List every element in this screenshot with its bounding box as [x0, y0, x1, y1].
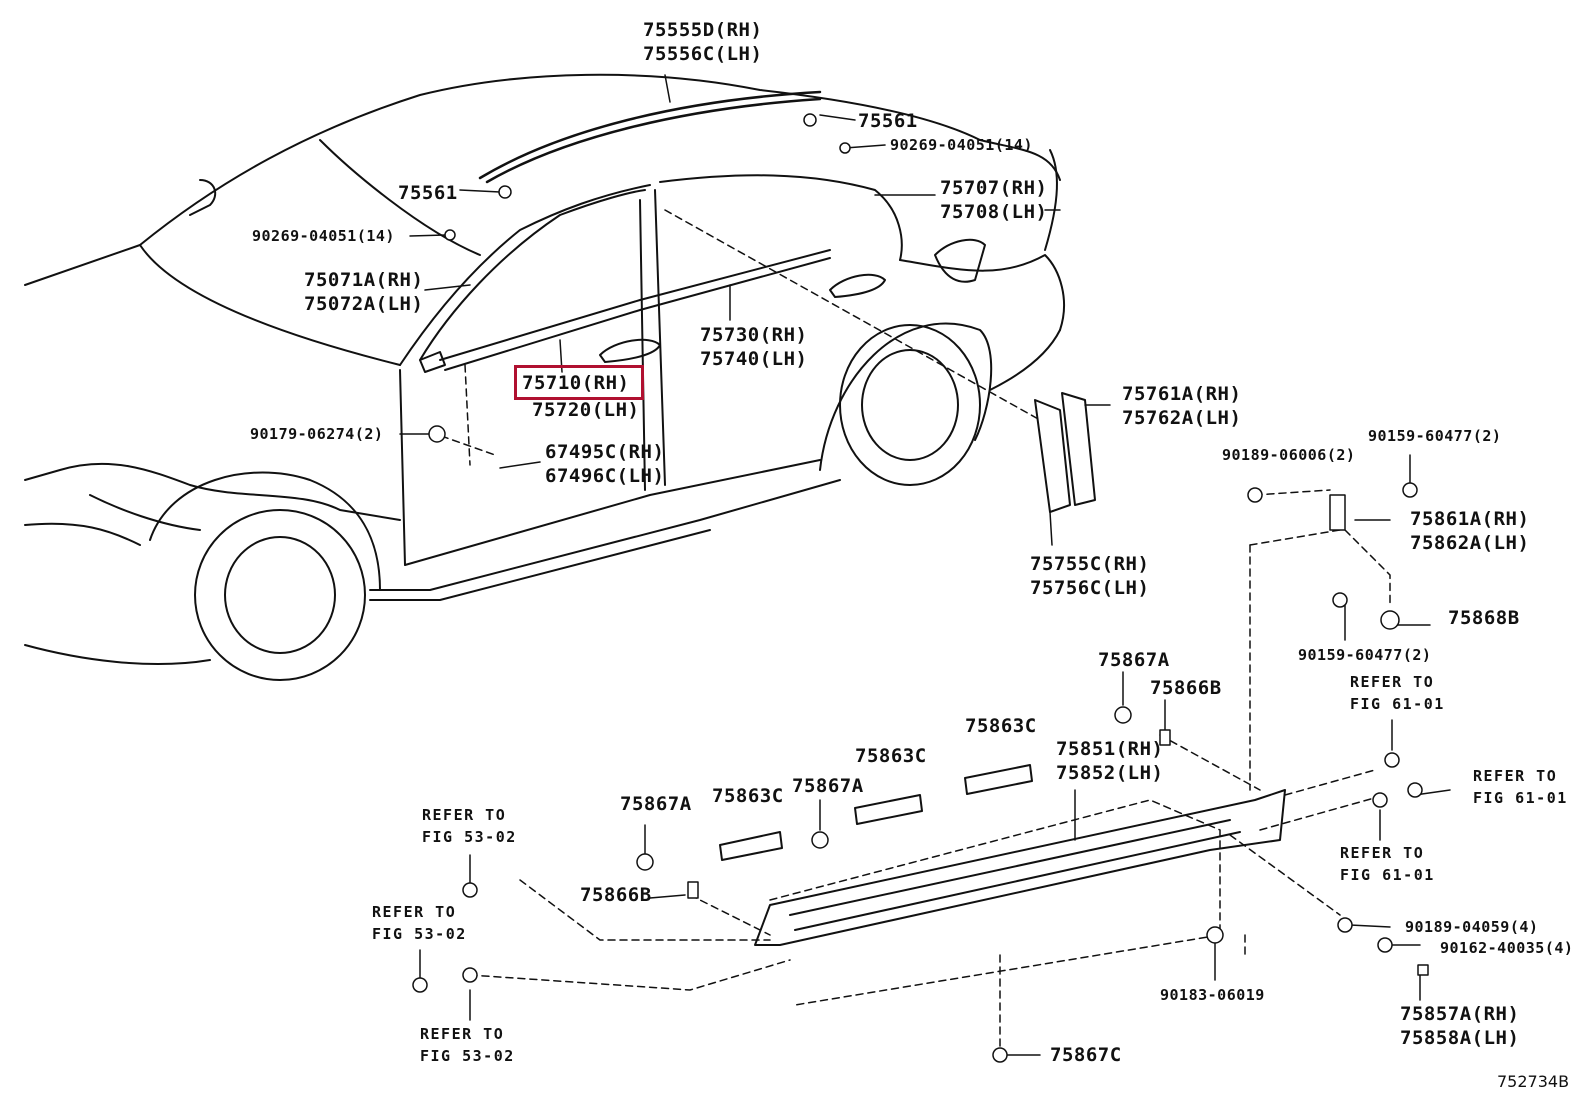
label-67495C: 67495C(RH) — [545, 441, 665, 463]
label-75071A: 75071A(RH) — [304, 269, 424, 291]
label-75861A: 75861A(RH) — [1410, 508, 1530, 530]
label-refer-53-b1: REFER TO — [372, 903, 457, 921]
label-75762A: 75762A(LH) — [1122, 407, 1242, 429]
label-75561-left: 75561 — [398, 182, 458, 204]
figure-code: 752734B — [1497, 1072, 1570, 1091]
label-75851: 75851(RH) — [1056, 738, 1164, 760]
label-refer-61-c1: REFER TO — [1340, 844, 1425, 862]
label-75863C-mid: 75863C — [855, 745, 927, 767]
label-75857A: 75857A(RH) — [1400, 1003, 1520, 1025]
rocker-panel-assembly — [719, 392, 1286, 946]
label-90189-bottom: 90189-04059(4) — [1405, 918, 1539, 936]
label-refer-61-b2: FIG 61-01 — [1473, 789, 1568, 807]
label-75863C-right: 75863C — [965, 715, 1037, 737]
label-75867A-mid: 75867A — [792, 775, 864, 797]
label-refer-53-c1: REFER TO — [420, 1025, 505, 1043]
roof-molding-strip — [478, 90, 822, 184]
label-75707: 75707(RH) — [940, 177, 1048, 199]
highlight-box — [514, 365, 644, 400]
label-90159-bottom: 90159-60477(2) — [1298, 646, 1432, 664]
label-75863C-left: 75863C — [712, 785, 784, 807]
label-75730: 75730(RH) — [700, 324, 808, 346]
label-75867C: 75867C — [1050, 1044, 1122, 1066]
label-67496C: 67496C(LH) — [545, 465, 665, 487]
label-75072A: 75072A(LH) — [304, 293, 424, 315]
label-90159-top: 90159-60477(2) — [1368, 427, 1502, 445]
label-75866B-left: 75866B — [580, 884, 652, 906]
label-90179: 90179-06274(2) — [250, 425, 384, 443]
label-refer-61-c2: FIG 61-01 — [1340, 866, 1435, 884]
label-75555D: 75555D(RH) — [643, 19, 763, 41]
label-75740: 75740(LH) — [700, 348, 808, 370]
label-refer-61-b1: REFER TO — [1473, 767, 1558, 785]
fastener-glyphs — [412, 113, 1429, 1063]
label-refer-61-a2: FIG 61-01 — [1350, 695, 1445, 713]
label-75556C: 75556C(LH) — [643, 43, 763, 65]
label-75858A: 75858A(LH) — [1400, 1027, 1520, 1049]
assembly-lines — [429, 209, 1391, 1051]
label-90189-top: 90189-06006(2) — [1222, 446, 1356, 464]
label-75867A-left: 75867A — [620, 793, 692, 815]
label-75710: 75710(RH) — [522, 372, 630, 394]
leader-lines — [399, 74, 1451, 1056]
label-90183: 90183-06019 — [1160, 986, 1265, 1004]
label-refer-53-b2: FIG 53-02 — [372, 925, 467, 943]
label-75761A: 75761A(RH) — [1122, 383, 1242, 405]
label-75866B-right: 75866B — [1150, 677, 1222, 699]
label-90269-left: 90269-04051(14) — [252, 227, 395, 245]
label-75867A-right: 75867A — [1098, 649, 1170, 671]
label-refer-53-c2: FIG 53-02 — [420, 1047, 515, 1065]
label-refer-53-a1: REFER TO — [422, 806, 507, 824]
label-90269-top: 90269-04051(14) — [890, 136, 1033, 154]
car-body-outline — [24, 73, 1066, 681]
label-refer-61-a1: REFER TO — [1350, 673, 1435, 691]
label-90162: 90162-40035(4) — [1440, 939, 1574, 957]
label-75852: 75852(LH) — [1056, 762, 1164, 784]
label-75720: 75720(LH) — [532, 399, 640, 421]
label-75862A: 75862A(LH) — [1410, 532, 1530, 554]
label-75708: 75708(LH) — [940, 201, 1048, 223]
label-refer-53-a2: FIG 53-02 — [422, 828, 517, 846]
label-75561-top: 75561 — [858, 110, 918, 132]
label-75756C: 75756C(LH) — [1030, 577, 1150, 599]
label-75755C: 75755C(RH) — [1030, 553, 1150, 575]
label-75868B: 75868B — [1448, 607, 1520, 629]
